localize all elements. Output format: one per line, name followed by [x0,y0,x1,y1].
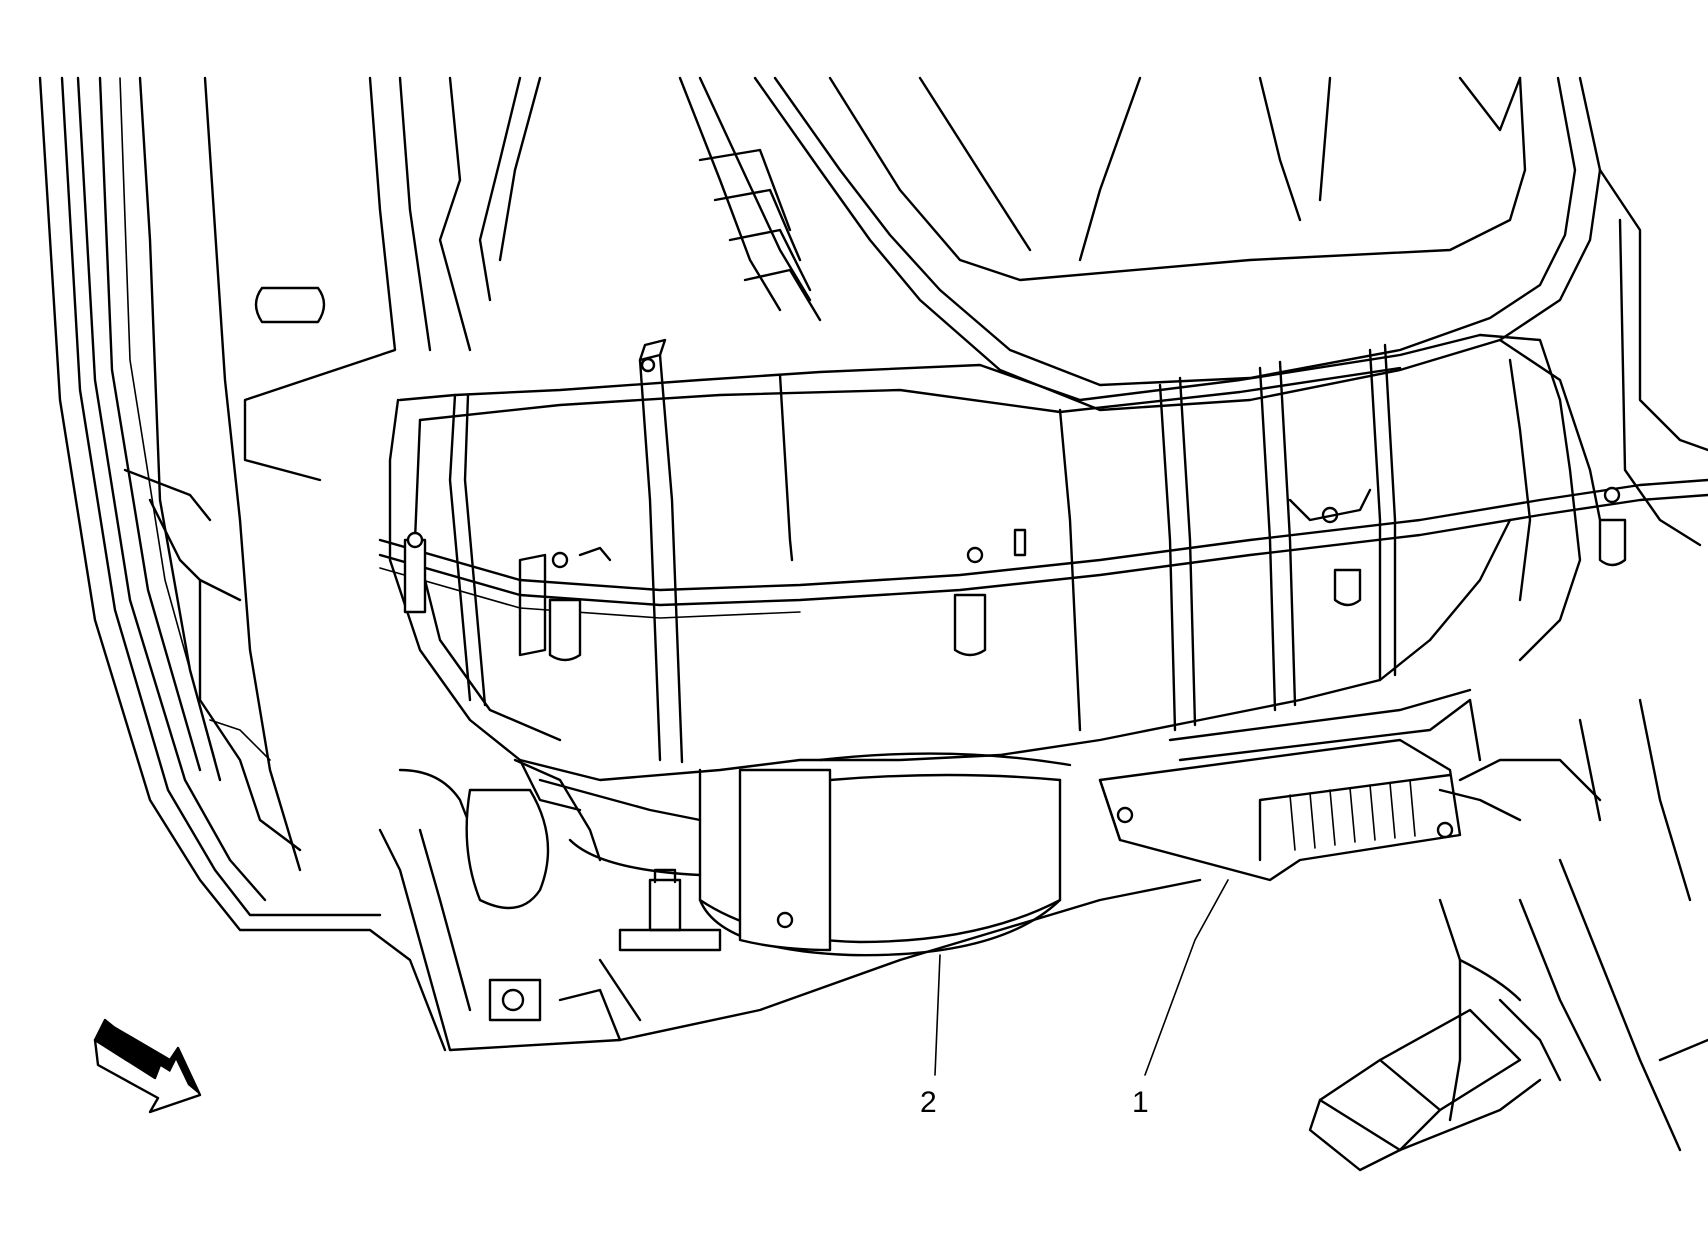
lower-floor-structure [378,768,1202,1052]
hvac-module-housing [378,333,1708,812]
callout-2-label: 2 [920,1086,937,1119]
blower-motor [513,752,1072,957]
callout-1: 1 [1132,879,1229,1119]
callout-2: 2 [920,954,941,1119]
front-direction-arrow-icon [93,1018,202,1114]
callout-1-label: 1 [1132,1086,1149,1119]
mounting-hardware [403,338,1627,662]
left-body-panel [38,76,447,1052]
floor-duct [1308,698,1708,1172]
blower-control-module [1098,688,1522,882]
